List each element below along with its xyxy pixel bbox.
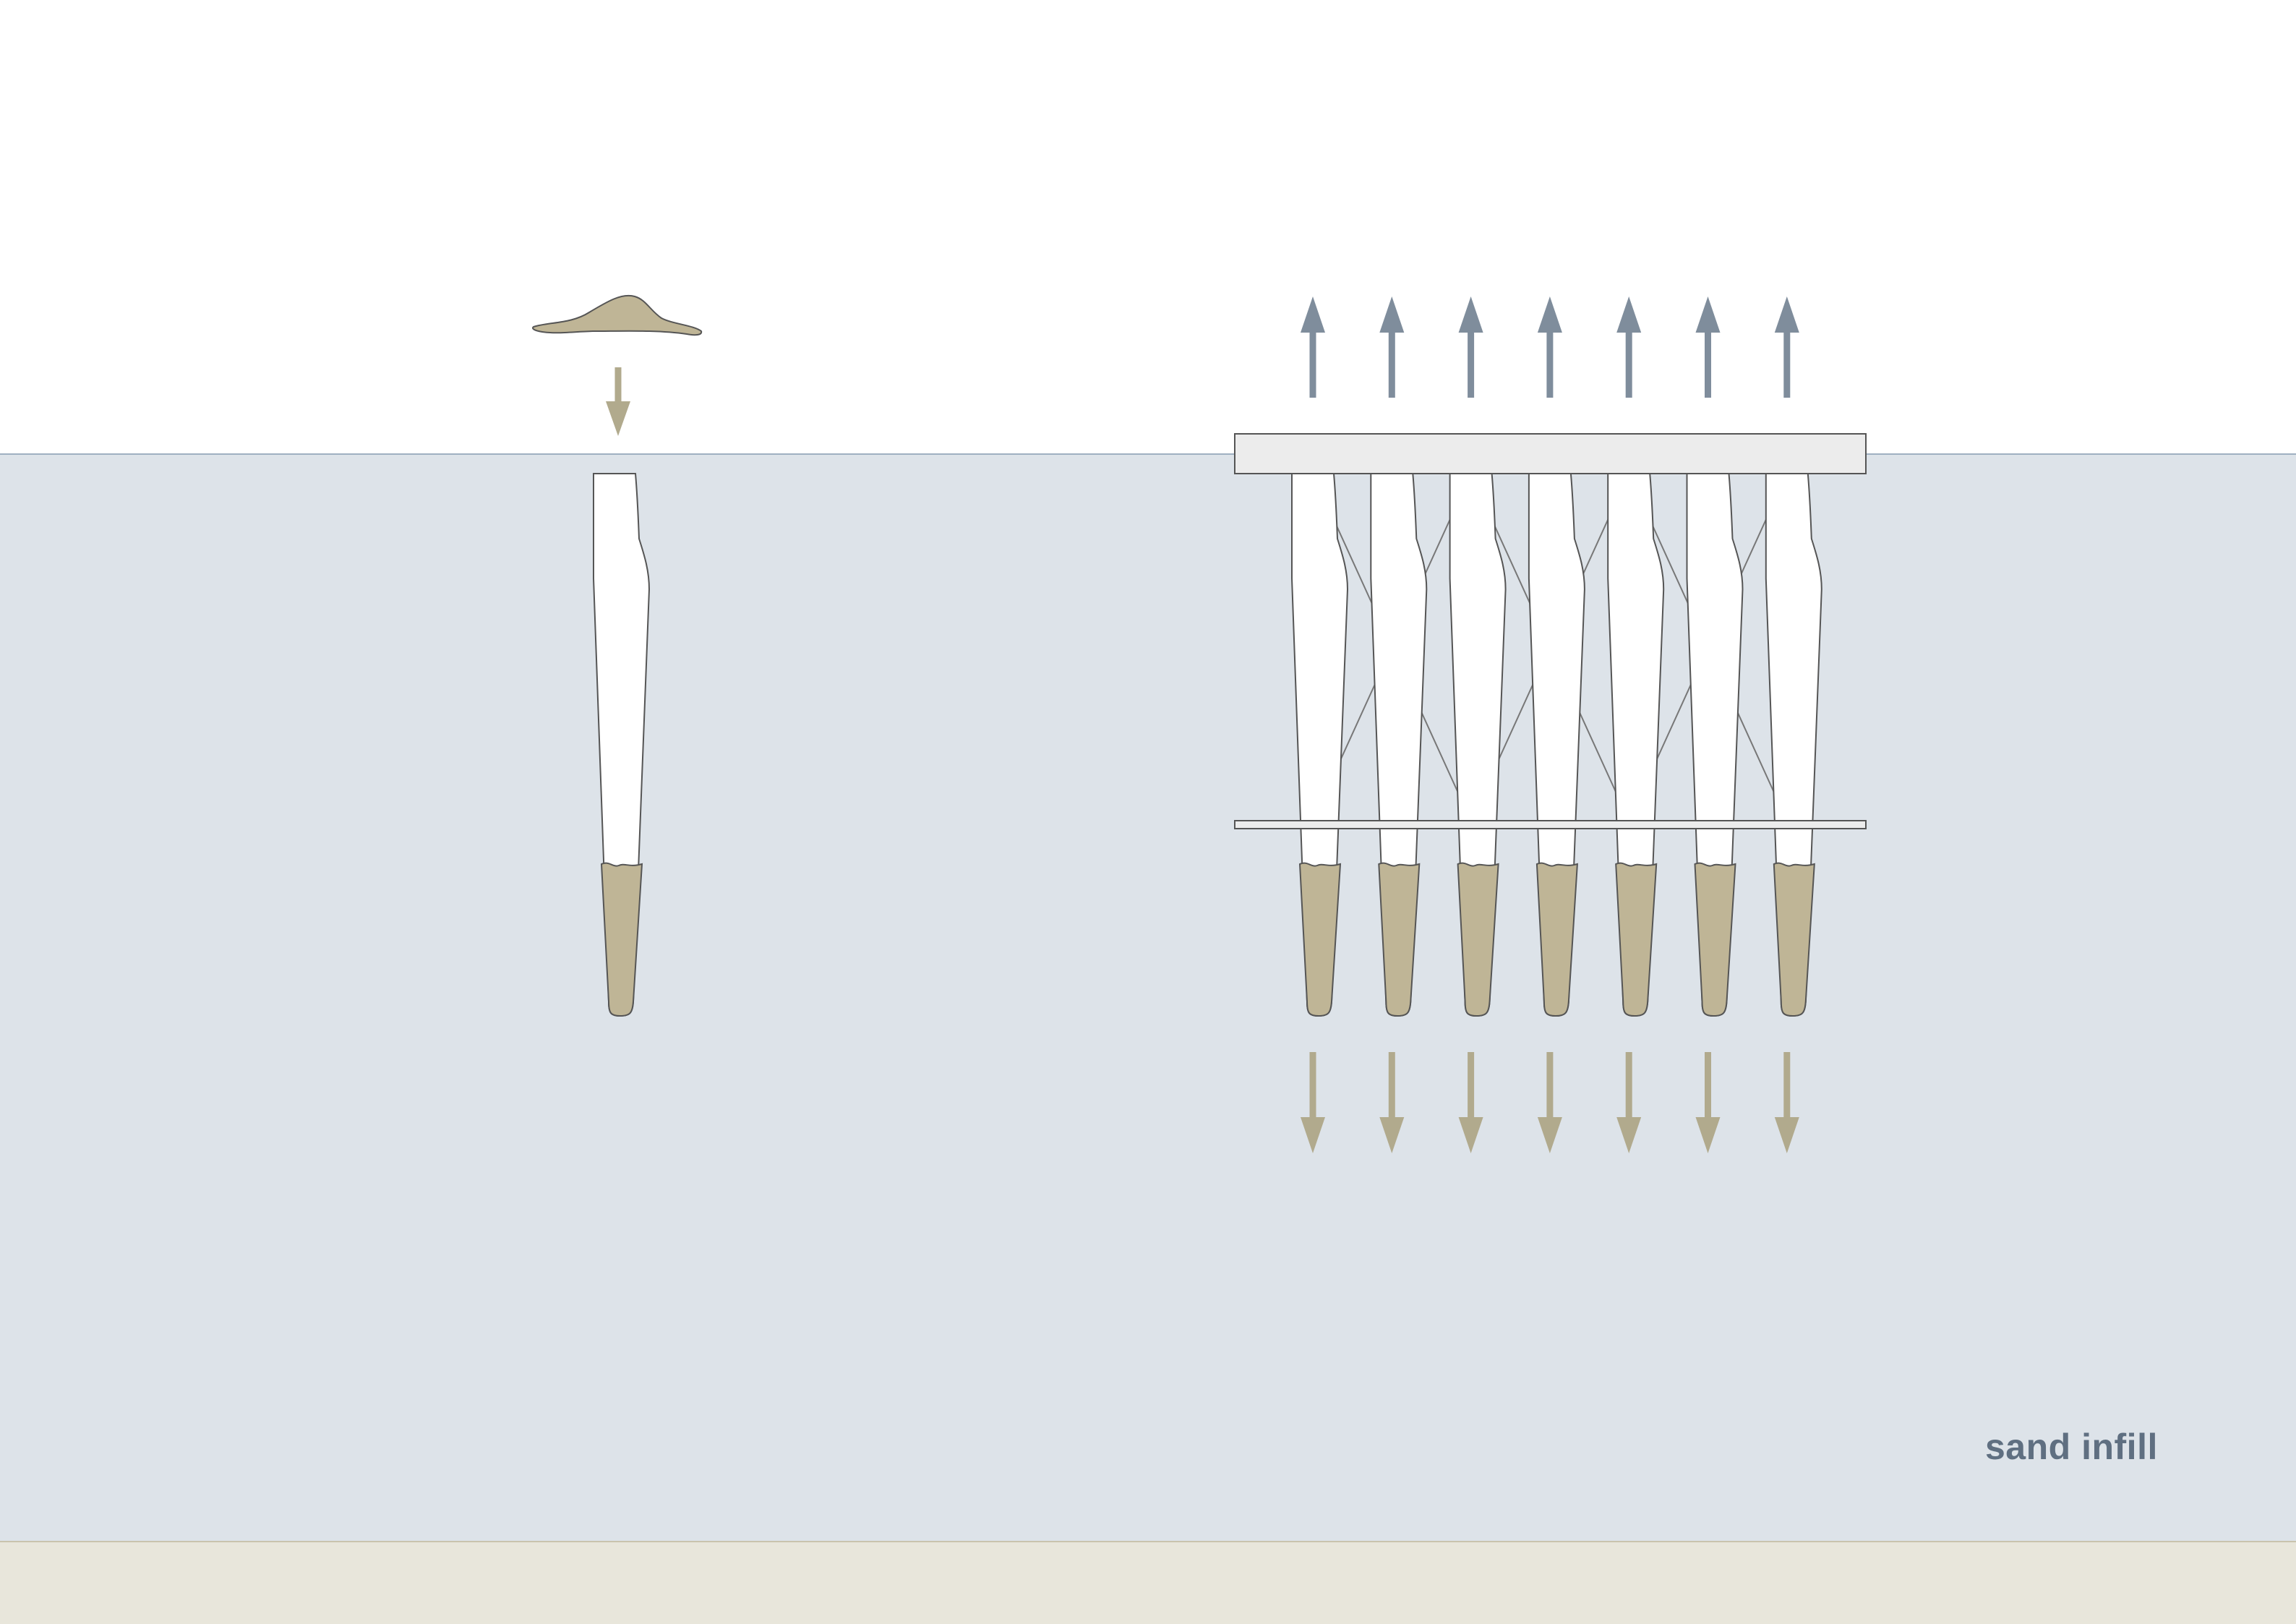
pile (1370, 473, 1428, 1017)
pile (1291, 473, 1349, 1017)
arrow-head (1616, 296, 1642, 333)
arrow-head (1379, 1117, 1405, 1153)
pile-sand-fill (1535, 862, 1578, 1017)
arrow-head (1774, 1117, 1799, 1153)
arrow-head (1537, 296, 1562, 333)
arrow-head (1774, 296, 1799, 333)
arrow-head (1458, 296, 1483, 333)
lifting-frame (1234, 433, 1867, 474)
arrow-head (1695, 296, 1721, 333)
pile (1765, 473, 1822, 1017)
pile-sand-fill (600, 862, 643, 1017)
pile-sand-fill (1773, 862, 1815, 1017)
arrow-up-icon (1695, 296, 1721, 398)
arrow-down-icon (1537, 1052, 1562, 1153)
sand-heap-shape (531, 294, 703, 336)
sand-heap-icon (531, 294, 703, 336)
arrow-head (1616, 1117, 1642, 1153)
arrow-down-icon (1774, 1052, 1799, 1153)
arrow-up-icon (1616, 296, 1642, 398)
arrow-head (1379, 296, 1405, 333)
pile (1607, 473, 1665, 1017)
pile (1449, 473, 1507, 1017)
sky (0, 0, 2296, 454)
lift-arrows (1301, 296, 1799, 398)
arrow-head (1695, 1117, 1721, 1153)
single-pile-group (531, 294, 703, 1017)
arrow-down-icon (1616, 1052, 1642, 1153)
arrow-up-icon (1458, 296, 1483, 398)
arrow-head (1458, 1117, 1483, 1153)
pile (593, 473, 651, 1017)
caption-label: sand infill (1985, 1427, 2158, 1467)
pile-sand-fill (1694, 862, 1736, 1017)
arrow-up-icon (1379, 296, 1405, 398)
seabed (0, 1542, 2296, 1624)
pile (1686, 473, 1744, 1017)
arrow-down-icon (1379, 1052, 1405, 1153)
pile-sand-fill (1615, 862, 1658, 1017)
pile-sand-fill (1298, 862, 1342, 1017)
arrow-down-icon (1301, 1052, 1325, 1153)
arrow-down-icon (606, 367, 630, 436)
guide-bar (1234, 820, 1867, 829)
arrow-down-icon (1695, 1052, 1721, 1153)
arrow-head (1301, 296, 1325, 333)
arrow-down-icon (1458, 1052, 1483, 1153)
pile-array (1291, 473, 1822, 1017)
pile-sand-fill (1378, 862, 1421, 1017)
sink-arrows (1301, 1052, 1799, 1153)
arrow-up-icon (1537, 296, 1562, 398)
arrow-up-icon (1774, 296, 1799, 398)
arrow-head (606, 401, 630, 436)
arrow-head (1301, 1117, 1325, 1153)
arrow-head (1537, 1117, 1562, 1153)
pile (1528, 473, 1585, 1017)
pile-sand-fill (1457, 862, 1499, 1017)
arrow-up-icon (1301, 296, 1325, 398)
water-body (0, 454, 2296, 1542)
